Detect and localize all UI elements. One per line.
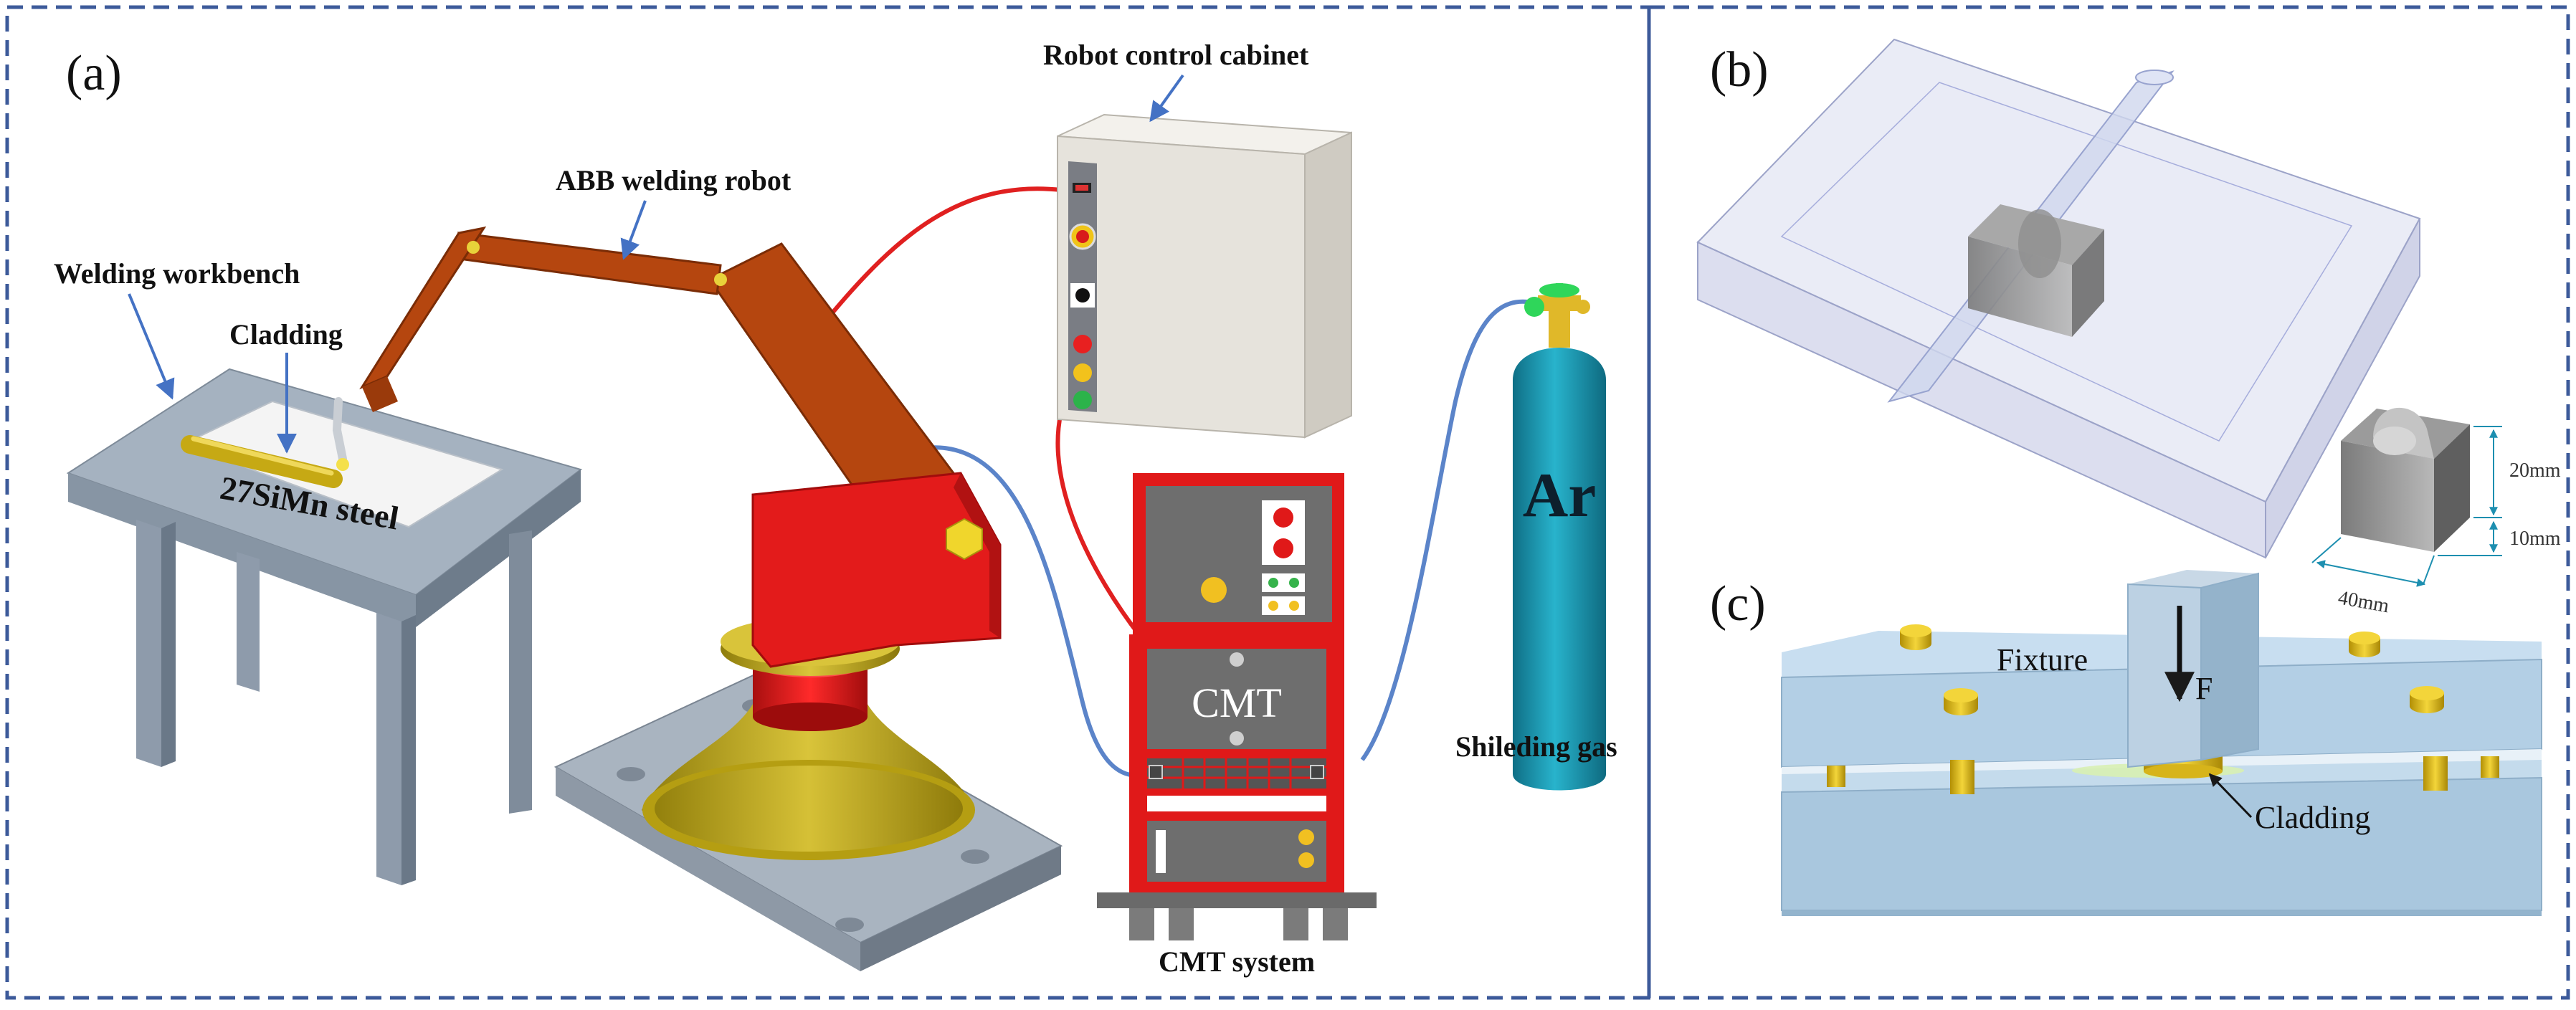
cmt-system: [1097, 473, 1377, 940]
transparent-specimen-model: [1696, 38, 2421, 559]
fixture-label: Fixture: [1997, 642, 2088, 677]
robot-cabinet-arrow: [1149, 74, 1184, 123]
cmt-system-label: CMT system: [1159, 945, 1315, 978]
panel-bc-frame: [1647, 5, 2570, 1000]
cmt-unit-label: CMT: [1192, 680, 1282, 726]
shielding-gas-label: Shileding gas: [1455, 730, 1617, 763]
abb-robot-label: ABB welding robot: [556, 164, 792, 196]
lower-bolts: [1827, 756, 2499, 794]
dim-height-label: 20mm: [2509, 459, 2561, 482]
shoulder-hex-bolt: [946, 518, 983, 561]
cables: [828, 186, 1542, 778]
dim-depth-label: 10mm: [2509, 528, 2561, 550]
cladding-label: Cladding: [229, 318, 343, 351]
force-label: F: [2195, 671, 2213, 706]
robot-control-cabinet: [1057, 113, 1352, 439]
abb-robot-base: [553, 617, 1063, 971]
panel-c-tag: (c): [1710, 576, 1766, 632]
shielding-gas-cylinder: [1513, 283, 1606, 791]
dim-width-label: 40mm: [2337, 586, 2391, 617]
workbench-label: Welding workbench: [54, 257, 300, 290]
cladding-c-arrow: [2208, 773, 2253, 819]
cabinet-to-cmt-cable: [1055, 386, 1149, 647]
cmt-to-gas-blue-cable: [1360, 299, 1542, 761]
welding-workbench: [66, 368, 583, 885]
welding-torch: [332, 397, 347, 463]
fixture-assembly: [1781, 570, 2542, 916]
panel-a-tag: (a): [66, 46, 122, 101]
cladding-c-label: Cladding: [2255, 800, 2370, 835]
panel-b-tag: (b): [1710, 42, 1769, 97]
robot-to-cabinet-cable: [828, 186, 1062, 317]
robot-cabinet-label: Robot control cabinet: [1043, 39, 1309, 71]
workbench-arrow: [128, 293, 175, 400]
gas-symbol-label: Ar: [1523, 461, 1597, 530]
abb-robot-arm: [359, 226, 1002, 668]
abb-robot-arrow: [620, 200, 647, 260]
upper-bolts: [1900, 624, 2444, 715]
specimen-block: [2311, 407, 2502, 587]
robot-to-cmt-blue-cable: [924, 445, 1148, 778]
cladding-bead: [181, 435, 343, 488]
